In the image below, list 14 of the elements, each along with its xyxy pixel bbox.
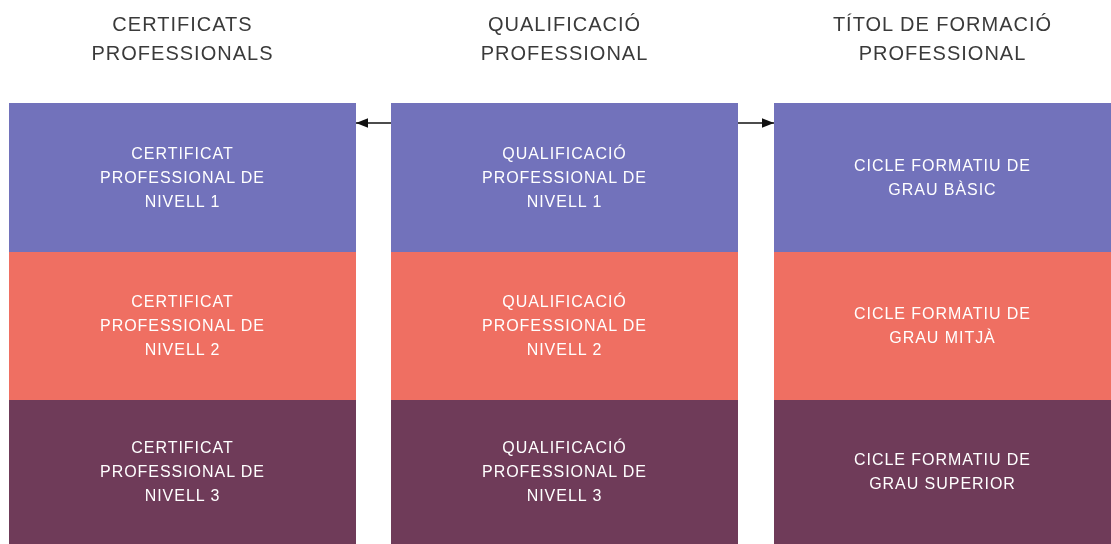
- level-box: QUALIFICACIÓ PROFESSIONAL DE NIVELL 3: [391, 400, 738, 544]
- level-box: CERTIFICAT PROFESSIONAL DE NIVELL 3: [9, 400, 356, 544]
- level-box: CICLE FORMATIU DE GRAU SUPERIOR: [774, 400, 1111, 544]
- arrow: [737, 118, 775, 128]
- level-box: CERTIFICAT PROFESSIONAL DE NIVELL 1: [9, 103, 356, 252]
- level-box: CERTIFICAT PROFESSIONAL DE NIVELL 2: [9, 252, 356, 400]
- column-heading: QUALIFICACIÓ PROFESSIONAL: [479, 12, 650, 66]
- level-box: CICLE FORMATIU DE GRAU BÀSIC: [774, 103, 1111, 252]
- column-heading: CERTIFICATS PROFESSIONALS: [90, 12, 275, 66]
- level-box: QUALIFICACIÓ PROFESSIONAL DE NIVELL 1: [391, 103, 738, 252]
- column-heading: TÍTOL DE FORMACIÓ PROFESSIONAL: [831, 12, 1054, 66]
- arrow: [355, 118, 392, 128]
- level-box: CICLE FORMATIU DE GRAU MITJÀ: [774, 252, 1111, 400]
- level-box: QUALIFICACIÓ PROFESSIONAL DE NIVELL 2: [391, 252, 738, 400]
